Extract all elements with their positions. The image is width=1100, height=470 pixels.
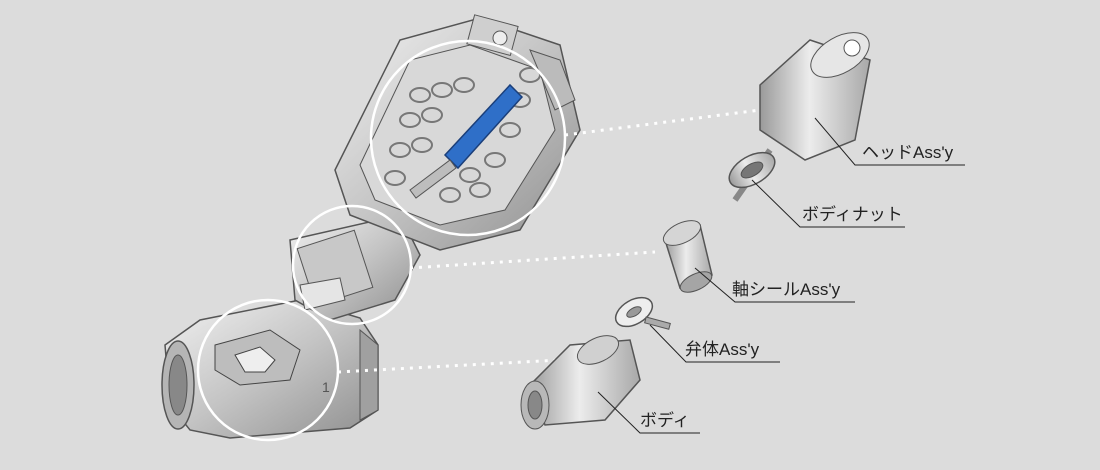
- body-number: 1: [322, 379, 330, 395]
- valve-body-assy-part: [614, 296, 671, 330]
- body-nut-part: [728, 151, 776, 189]
- label-body: ボディ: [640, 410, 690, 430]
- cutaway-actuator: [334, 14, 581, 251]
- cutaway-body: [161, 299, 379, 439]
- head-assy-part: [732, 32, 871, 202]
- dotted-connectors: [337, 108, 761, 374]
- label-shaft-seal-assy: 軸シールAss'y: [732, 280, 841, 299]
- body-part: [520, 335, 641, 430]
- magnifier-circles: [196, 39, 567, 442]
- leader-lines: [597, 117, 965, 434]
- cutaway-neck: [289, 214, 421, 321]
- shaft-seal-assy-part: [662, 220, 713, 293]
- valve-cutaway-assembly: 1: [161, 14, 581, 442]
- label-head-assy: ヘッドAss'y: [862, 143, 954, 162]
- label-body-nut: ボディナット: [802, 204, 903, 224]
- label-valve-body-assy: 弁体Ass'y: [685, 340, 760, 359]
